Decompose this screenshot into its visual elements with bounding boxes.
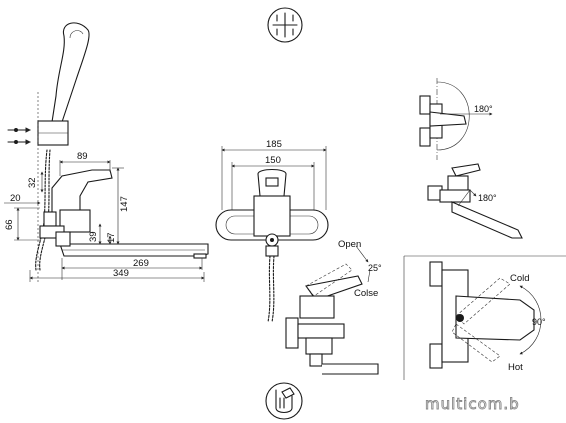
lever-closed [305, 275, 363, 301]
dim-185: 185 [266, 139, 282, 150]
spout-rotation-drawing: 180° [427, 163, 523, 239]
install-cross-icon [267, 7, 303, 43]
label-180-spout: 180° [478, 193, 497, 203]
dim-269: 269 [133, 258, 149, 269]
dim-89: 89 [77, 151, 88, 162]
dim-17: 17 [106, 232, 117, 243]
dim-39: 39 [88, 231, 99, 242]
dim-349: 349 [113, 268, 129, 279]
label-cold: Cold [510, 273, 530, 284]
dim-150: 150 [265, 155, 281, 166]
lever-top-view [455, 295, 535, 341]
label-180-top: 180° [474, 104, 493, 114]
side-view-drawing: 89 32 147 20 66 39 17 269 349 [4, 22, 209, 282]
label-25deg: 25° [368, 263, 382, 273]
wrench-hand-icon [265, 382, 303, 420]
label-open: Open [338, 239, 361, 250]
hand-shower-head [51, 22, 90, 123]
hot-cold-drawing: Cold 90° Hot [403, 255, 566, 380]
lever-operation-drawing: Open 25° Colse [285, 239, 382, 375]
dim-66: 66 [4, 219, 15, 230]
front-view-drawing: 185 150 [215, 139, 329, 323]
dim-20: 20 [10, 193, 21, 204]
dim-32: 32 [27, 177, 38, 188]
dim-147: 147 [119, 196, 130, 212]
spout-angled [451, 201, 523, 239]
top-rotation-drawing: 180° [419, 78, 493, 160]
label-hot: Hot [508, 362, 523, 373]
label-close: Colse [354, 288, 378, 299]
label-90deg: 90° [532, 317, 546, 327]
watermark-text: multicom.b [425, 395, 520, 413]
